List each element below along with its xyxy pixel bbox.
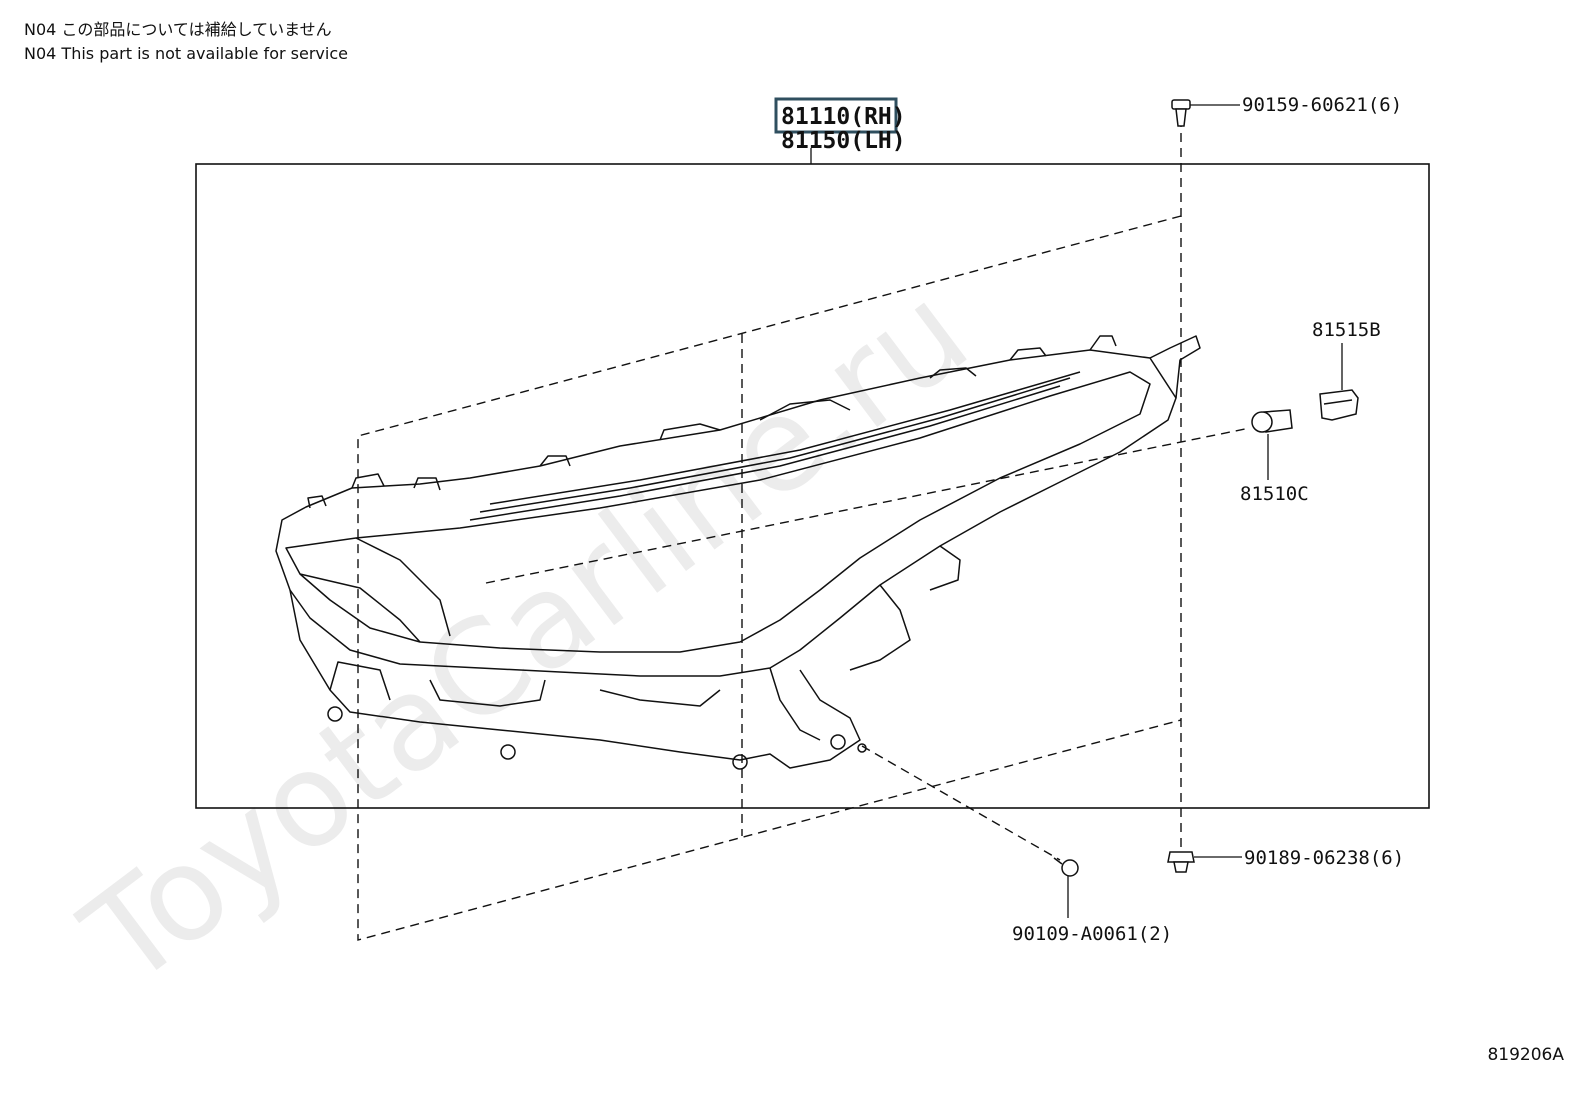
note-en: N04 This part is not available for servi… (24, 44, 348, 63)
part-label-bulb[interactable]: 81510C (1240, 483, 1309, 505)
bulb-icon (1251, 409, 1293, 433)
reference-dashes (357, 118, 1251, 941)
part-label-screw[interactable]: 90159-60621(6) (1242, 94, 1402, 116)
part-label-headlamp-lh[interactable]: 81150(LH) (781, 128, 906, 154)
headlamp-rh-highlight (774, 97, 898, 134)
socket-icon (1319, 389, 1359, 421)
watermark: ToyotaCarline.ru (56, 256, 995, 1016)
assembly-frame (195, 163, 1430, 809)
part-label-socket[interactable]: 81515B (1312, 319, 1381, 341)
note-jp: N04 この部品については補給していません (24, 20, 332, 39)
part-label-headlamp-rh[interactable]: 81110(RH) (781, 104, 906, 130)
figure-id: 819206A (1487, 1045, 1564, 1065)
headlamp-assembly-icon (275, 335, 1201, 770)
part-label-bolt[interactable]: 90109-A0061(2) (1012, 923, 1172, 945)
service-notes: N04 この部品については補給していません N04 This part is n… (24, 18, 348, 66)
screw-icon (1171, 99, 1191, 127)
clip-icon (1167, 851, 1195, 873)
part-label-clip[interactable]: 90189-06238(6) (1244, 847, 1404, 869)
bolt-icon (1053, 857, 1079, 877)
